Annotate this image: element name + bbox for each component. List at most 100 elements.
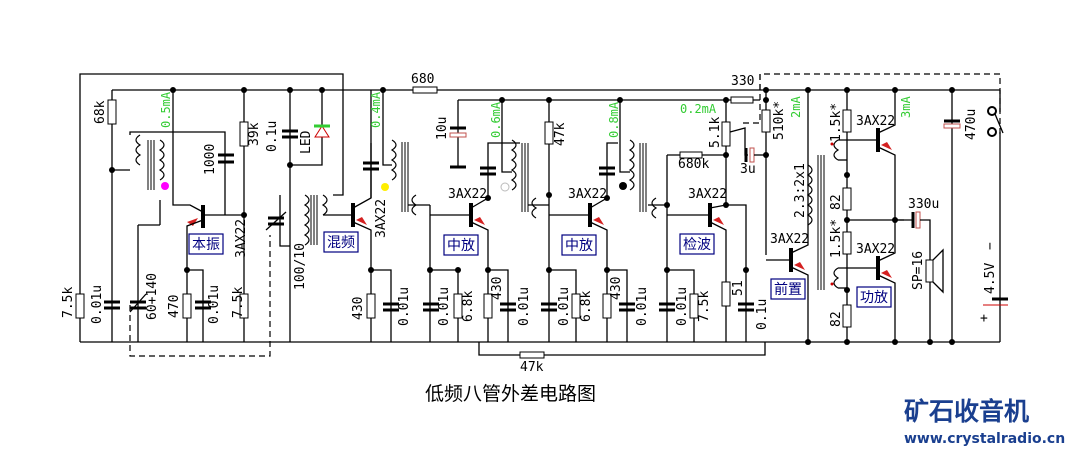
label-68k: 68k — [93, 100, 108, 124]
mixer-coil-color-dot — [381, 183, 389, 191]
label-0.1u-led: 0.1u — [265, 121, 280, 152]
power-amp-stage: 1.5k* 82 1.5k* 82 3AX22 3mA 3AX22 — [829, 87, 979, 345]
label-led: LED — [299, 130, 314, 154]
transistor-power-b-model: 3AX22 — [856, 242, 895, 257]
agc-feedback-wire — [478, 342, 766, 356]
label-680k: 680k — [678, 157, 709, 172]
label-3u: 3u — [740, 162, 756, 177]
if2-input-coil — [531, 197, 538, 219]
label-1.5k-b: 1.5k* — [829, 219, 844, 258]
label-0.01u-e: 0.01u — [517, 287, 532, 326]
det-input-coil — [651, 197, 658, 219]
label-speaker: SP=16 — [911, 251, 926, 290]
label-430-a: 430 — [351, 297, 366, 320]
resistor-7.5k-left — [75, 293, 85, 319]
resistor-82-a — [842, 187, 852, 211]
label-47k-bottom: 47k — [520, 360, 544, 375]
label-0.1u-det: 0.1u — [755, 299, 770, 330]
label-1.5k-a: 1.5k* — [829, 103, 844, 142]
label-0.01u-b: 0.01u — [207, 285, 222, 324]
label-82-a: 82 — [829, 194, 844, 210]
resistor-6.8k-a — [453, 293, 463, 319]
stage-label-if1: 中放 — [447, 238, 475, 254]
resistor-430-a — [366, 293, 376, 319]
potentiometer-5.1k — [721, 121, 731, 147]
stage-label-power: 功放 — [860, 290, 888, 306]
cap-470u — [943, 123, 961, 129]
cap-330u — [915, 211, 921, 229]
driver-transformer-sec-a — [833, 139, 840, 161]
stage-label-osc: 本振 — [192, 237, 220, 253]
current-power: 3mA — [899, 96, 913, 118]
transistor-det-model: 3AX22 — [688, 187, 727, 202]
led-section: 0.1u LED — [265, 87, 330, 342]
site-url: www.crystalradio.cn — [904, 431, 1065, 447]
transistor-power-a-emitter-arrow — [881, 142, 892, 150]
label-7.5k-left: 7.5k — [61, 287, 76, 318]
resistor-68k — [107, 99, 117, 125]
antenna-coil — [303, 194, 310, 246]
resistor-1.5k-b — [842, 231, 852, 255]
if1-input-coil — [411, 194, 418, 216]
power-switch[interactable] — [987, 106, 1004, 137]
switch-terminal-bottom — [987, 127, 997, 137]
resistor-510k — [761, 109, 771, 133]
preamp-stage: 3AX22 前置 2mA 2.3:2x1 — [766, 87, 825, 345]
current-if1: 0.6mA — [489, 101, 503, 138]
stage-label-mixer: 混频 — [327, 235, 355, 251]
detector-stage: 680k 0.01u 7.5k 3AX22 检波 51 0.1u 5.1k 0.… — [648, 97, 770, 342]
transistor-pre-emitter-arrow — [794, 262, 805, 270]
osc-coil-color-dot — [161, 182, 169, 190]
stage-box-if2 — [561, 234, 597, 256]
oscillator-stage: 68k 0.5mA 1000 39k 本振 3AX22 7.5k 0.01 — [61, 87, 262, 342]
label-7.5k-b: 7.5k — [231, 287, 246, 318]
stage-box-power — [856, 286, 892, 308]
stage-box-pre — [770, 278, 806, 300]
transistor-if2-model: 3AX22 — [568, 187, 607, 202]
if1-transformer-coil — [510, 139, 517, 191]
label-82-b: 82 — [829, 311, 844, 327]
transistor-osc-model: 3AX22 — [234, 219, 249, 258]
label-0.01u-h: 0.01u — [675, 287, 690, 326]
resistor-330 — [730, 96, 754, 104]
label-470u: 470u — [964, 109, 979, 140]
resistor-1.5k-a — [842, 109, 852, 133]
battery: 4.5V − + — [980, 242, 1008, 326]
if1-coil-color-dot — [500, 182, 510, 192]
transistor-det-emitter-arrow — [713, 217, 724, 225]
current-pre: 2mA — [789, 96, 803, 118]
stage-label-det: 检波 — [683, 237, 711, 253]
osc-coil-secondary — [158, 139, 165, 181]
label-0.01u-g: 0.01u — [635, 287, 650, 326]
label-7.5k-c: 7.5k — [697, 291, 712, 322]
label-battery: 4.5V — [983, 263, 998, 294]
stage-box-osc — [188, 233, 224, 255]
if2-stage: 0.01u 6.8k 3AX22 中放 0.8mA 430 0.01u — [528, 97, 650, 342]
gang-link-dashed — [129, 235, 271, 357]
transistor-power-a-model: 3AX22 — [856, 114, 895, 129]
current-if2: 0.8mA — [607, 101, 621, 138]
resistor-6.8k-b — [571, 293, 581, 319]
osc-tuning-coil — [390, 139, 397, 181]
switch-terminal-top — [987, 106, 997, 116]
resistor-47k-top — [544, 121, 554, 145]
label-battery-plus: + — [980, 311, 988, 326]
current-osc: 0.5mA — [159, 91, 173, 128]
switch-lever[interactable] — [994, 113, 1004, 134]
osc-coil-primary — [135, 134, 142, 166]
if2-transformer-coil — [628, 139, 635, 191]
label-6.8k-b: 6.8k — [579, 291, 594, 322]
label-10u: 10u — [435, 117, 450, 140]
resistor-39k — [239, 121, 249, 147]
transistor-osc-emitter-arrow — [187, 218, 198, 226]
transistor-if1-emitter-arrow — [474, 217, 485, 225]
site-logo: 矿石收音机 — [904, 397, 1029, 426]
resistor-7.5k-b — [239, 293, 249, 319]
resistor-680k — [679, 151, 703, 159]
resistor-7.5k-c — [689, 293, 699, 319]
resistor-430-c — [602, 293, 612, 319]
label-0.01u-a: 0.01u — [90, 285, 105, 324]
transistor-power-b-emitter-arrow — [881, 270, 892, 278]
label-430-c: 430 — [609, 277, 624, 300]
